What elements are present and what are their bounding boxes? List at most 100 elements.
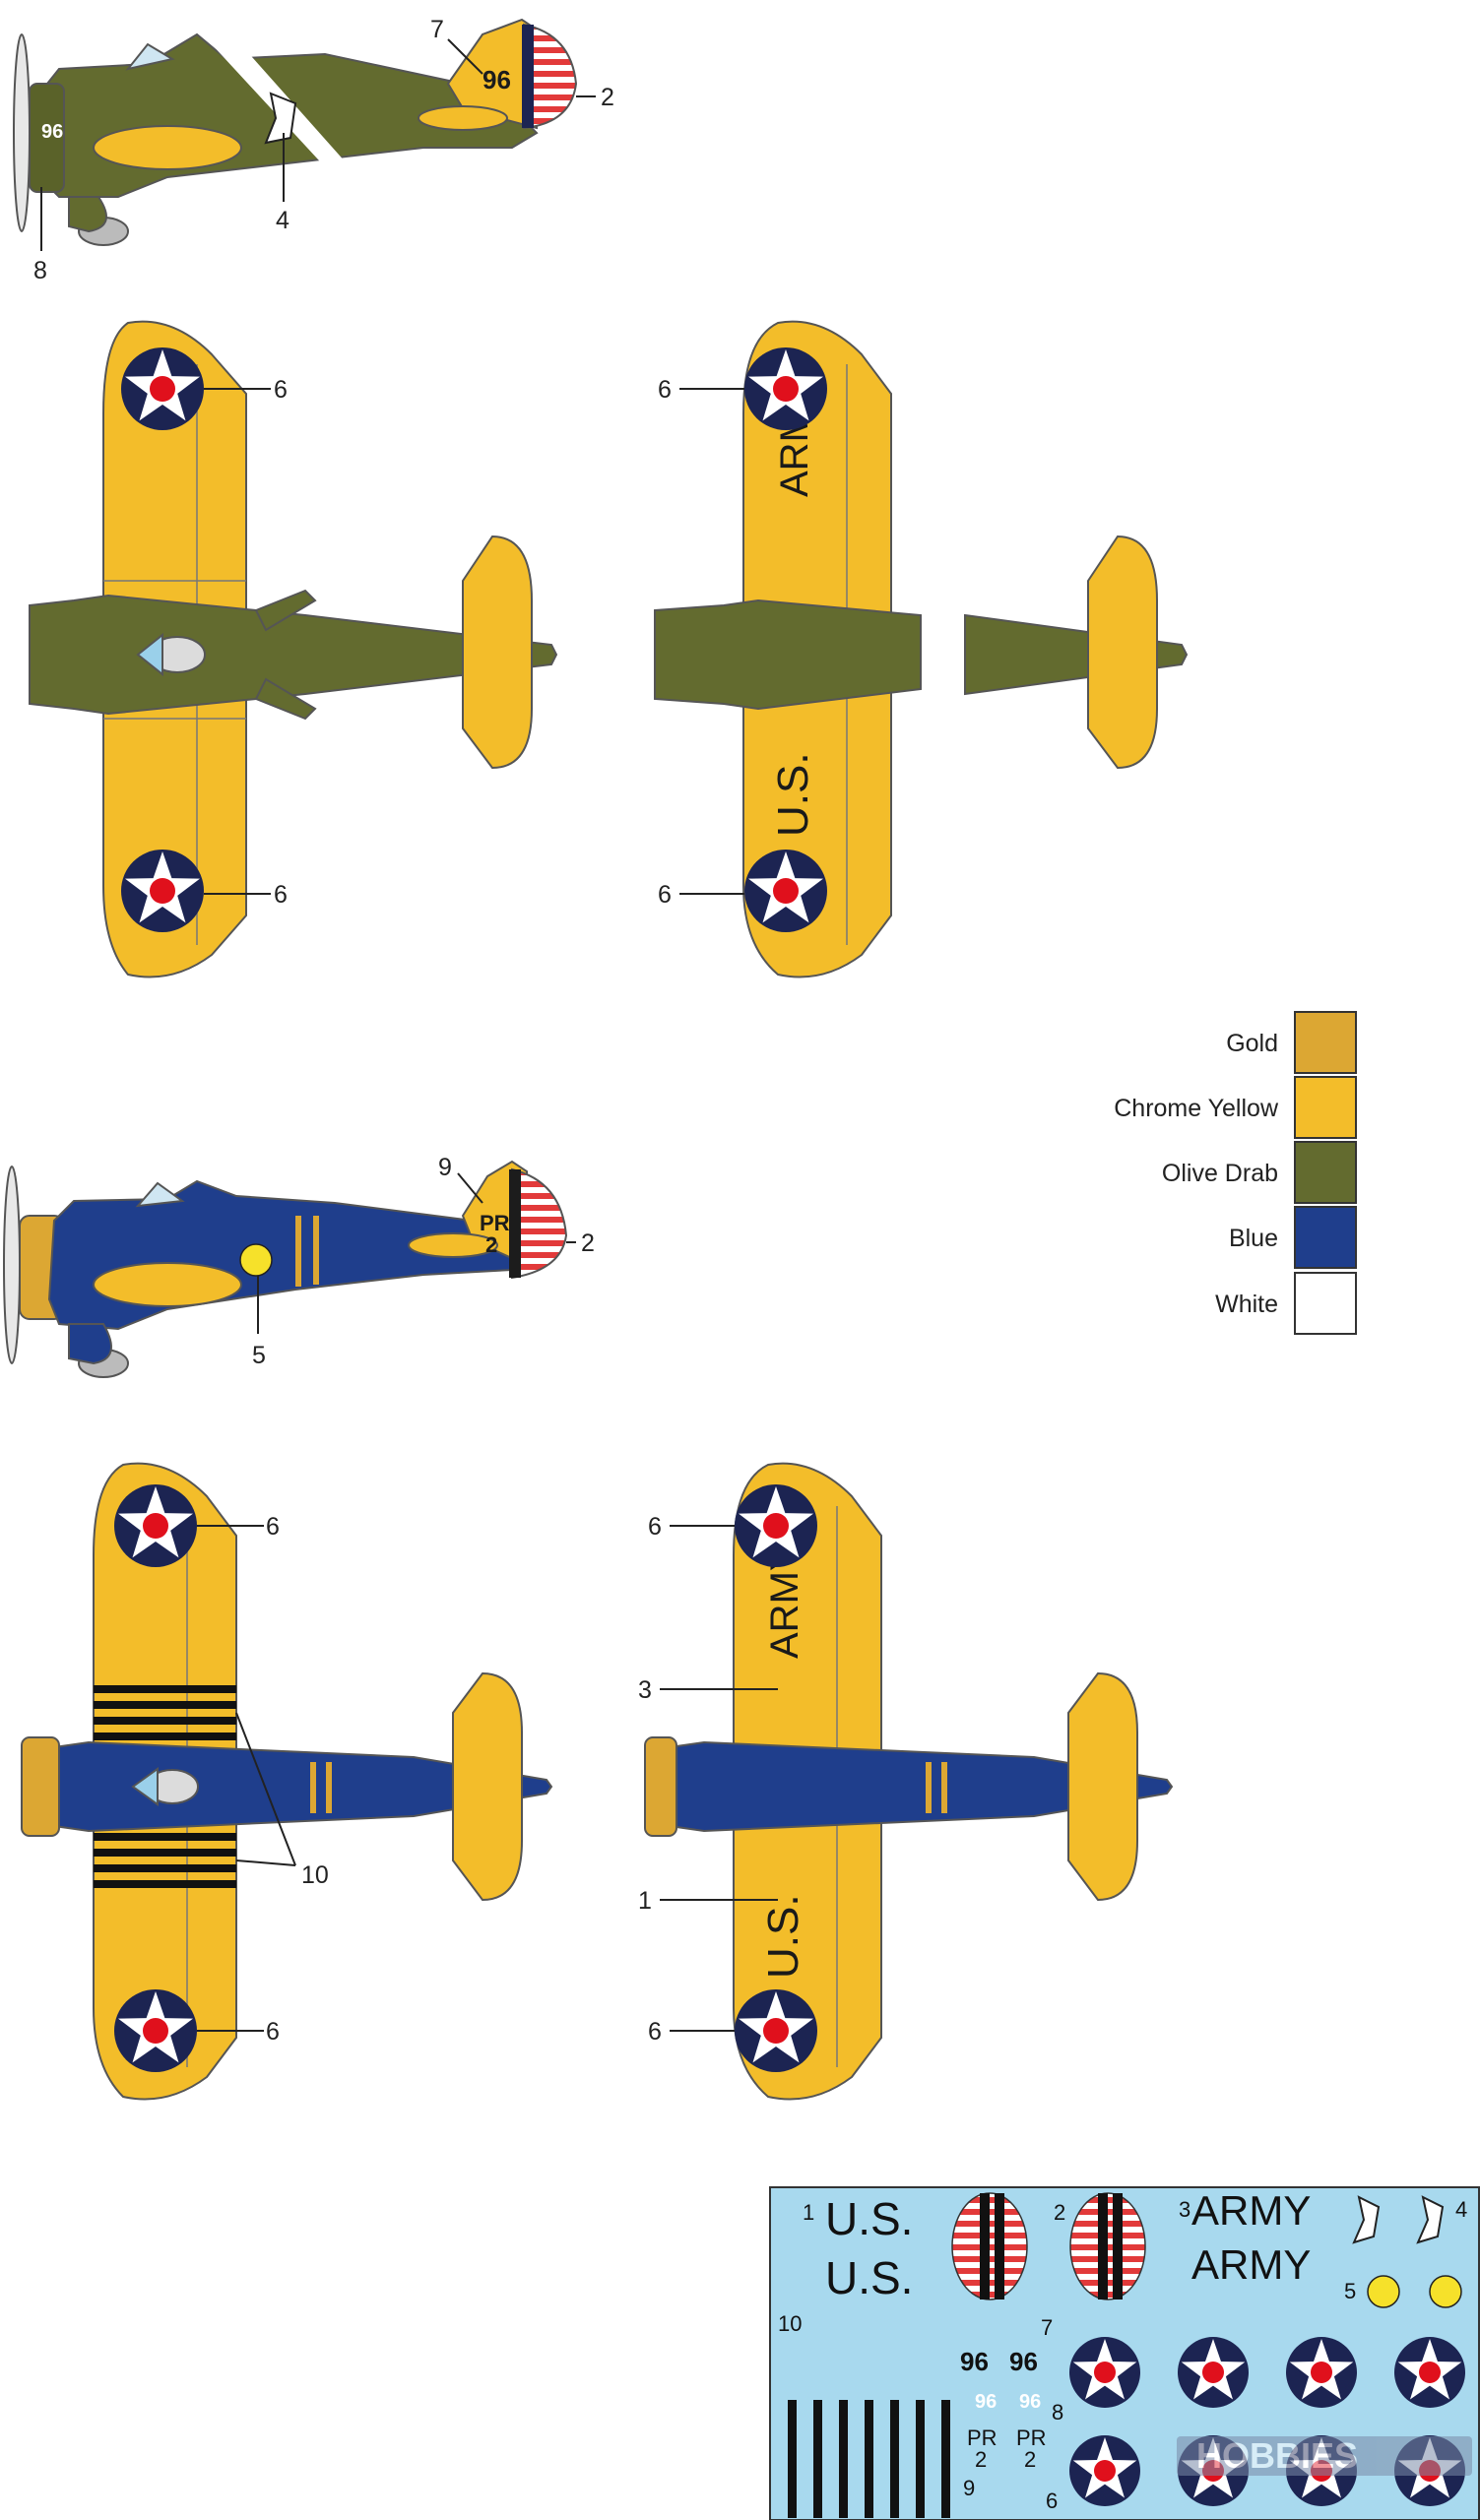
callout-5: 5: [252, 1342, 266, 1369]
rudder-black-bar: [509, 1169, 521, 1278]
callout-9: 9: [438, 1154, 452, 1181]
tailplane: [462, 535, 533, 770]
watermark: HOBBIES: [1177, 2435, 1472, 2476]
wing-text-us: U.S.: [769, 752, 817, 837]
legend-label: Gold: [1226, 1030, 1278, 1057]
leader-line: [235, 1859, 296, 1866]
legend-swatch: [1294, 1141, 1357, 1204]
fuselage-band: [295, 1216, 301, 1287]
windscreen: [136, 632, 163, 677]
decal-number-2: 2: [1054, 2200, 1065, 2225]
legend-label: Olive Drab: [1162, 1160, 1278, 1187]
scheme1-bottom-view: ARMY U.S. 6 6: [654, 320, 1189, 978]
decal-code-96-white: 96: [975, 2391, 997, 2413]
stabilizer: [408, 1232, 498, 1258]
rudder-stripes: [523, 23, 578, 130]
legend-label: Blue: [1229, 1225, 1278, 1252]
tailplane: [452, 1671, 523, 1902]
windscreen: [135, 1181, 185, 1208]
decal-code-96: 96: [960, 2347, 989, 2376]
wing-roundel: [735, 1484, 817, 1567]
decal-roundel: [1394, 2337, 1465, 2408]
decal-us: U.S.: [825, 2193, 913, 2244]
callout-6: 6: [658, 881, 672, 909]
decal-army: ARMY: [1191, 2241, 1311, 2288]
windscreen: [131, 1767, 159, 1806]
legend-swatch: [1294, 1076, 1357, 1139]
decal-number-5: 5: [1344, 2279, 1356, 2303]
decal-us: U.S.: [825, 2252, 913, 2303]
decal-number-8: 8: [1052, 2400, 1063, 2425]
engine-cowl: [644, 1736, 677, 1837]
callout-6: 6: [648, 1513, 662, 1541]
wing-fillet: [254, 589, 317, 632]
decal-number-1: 1: [803, 2200, 814, 2225]
wing-fillet: [254, 677, 317, 721]
squadron-insignia: [264, 92, 297, 145]
decal-roundel: [1069, 2337, 1140, 2408]
decal-code-96: 96: [1009, 2347, 1038, 2376]
callout-2: 2: [581, 1229, 595, 1257]
fuselage-band: [313, 1216, 319, 1285]
rudder-stripes: [511, 1167, 568, 1280]
scheme2-top-view: 6 10 6: [21, 1462, 553, 2101]
callout-6: 6: [648, 2018, 662, 2046]
watermark-text: HOBBIES: [1196, 2435, 1358, 2476]
engine-cowl: [29, 83, 65, 193]
tailplane: [1087, 535, 1158, 770]
wing-roundel: [121, 850, 204, 932]
legend-swatch: [1294, 1272, 1357, 1335]
scheme1-top-view: 6 6: [29, 320, 558, 978]
engine-cowl: [21, 1736, 60, 1837]
rudder-blue-bar: [522, 25, 534, 128]
callout-6: 6: [266, 1513, 280, 1541]
decal-rudder-stripes: [951, 2192, 1146, 2300]
wing-roundel: [735, 1989, 817, 2072]
decal-army: ARMY: [1191, 2187, 1311, 2234]
wing-root: [93, 125, 242, 170]
decal-roundel: [1069, 2435, 1140, 2506]
decal-number-7: 7: [1041, 2315, 1053, 2340]
legend-item-gold: Gold: [1226, 1011, 1357, 1074]
wing-stripes-upper: [94, 1685, 236, 1740]
scheme2-side-view: PR 2 9 2 5: [3, 1154, 595, 1378]
decal-emblem: [1429, 2275, 1462, 2308]
callout-6: 6: [266, 2018, 280, 2046]
tail-code: 96: [483, 65, 511, 94]
leader-line: [457, 1172, 483, 1204]
fuselage: [29, 594, 558, 716]
fuselage: [654, 598, 922, 711]
windscreen: [125, 42, 175, 71]
wing-roundel: [114, 1484, 197, 1567]
wing-stripes-lower: [94, 1833, 236, 1888]
decal-number-3: 3: [1179, 2197, 1190, 2222]
fuselage-band: [926, 1762, 932, 1813]
wing-roundel: [114, 1989, 197, 2072]
wing-text-us: U.S.: [759, 1894, 807, 1979]
decal-roundel: [1178, 2337, 1249, 2408]
callout-2: 2: [601, 84, 614, 111]
wing-roundel: [121, 347, 204, 430]
callout-10: 10: [301, 1861, 329, 1889]
fuselage-band: [310, 1762, 316, 1813]
gear-fairing: [68, 1323, 112, 1365]
scheme2-bottom-view: ARMY U.S. 6 3 1 6: [638, 1462, 1174, 2101]
decal-number-6: 6: [1046, 2488, 1058, 2513]
legend-item-white: White: [1215, 1272, 1357, 1335]
scheme1-side-view: 96 96 7 2 4 8: [13, 16, 614, 284]
fuselage: [669, 1740, 1174, 1833]
legend-label: White: [1215, 1291, 1278, 1318]
wing-root: [93, 1262, 242, 1307]
fuselage-band: [941, 1762, 947, 1813]
legend-swatch: [1294, 1011, 1357, 1074]
callout-6: 6: [274, 376, 288, 404]
legend-swatch: [1294, 1206, 1357, 1269]
tail-code-pr: PR: [480, 1211, 510, 1235]
fuselage-band: [326, 1762, 332, 1813]
decal-code-pr: PR: [1016, 2426, 1047, 2450]
stabilizer: [418, 105, 508, 131]
callout-4: 4: [276, 207, 290, 234]
tail-code-2: 2: [485, 1232, 497, 1257]
legend-item-olive-drab: Olive Drab: [1162, 1141, 1357, 1204]
